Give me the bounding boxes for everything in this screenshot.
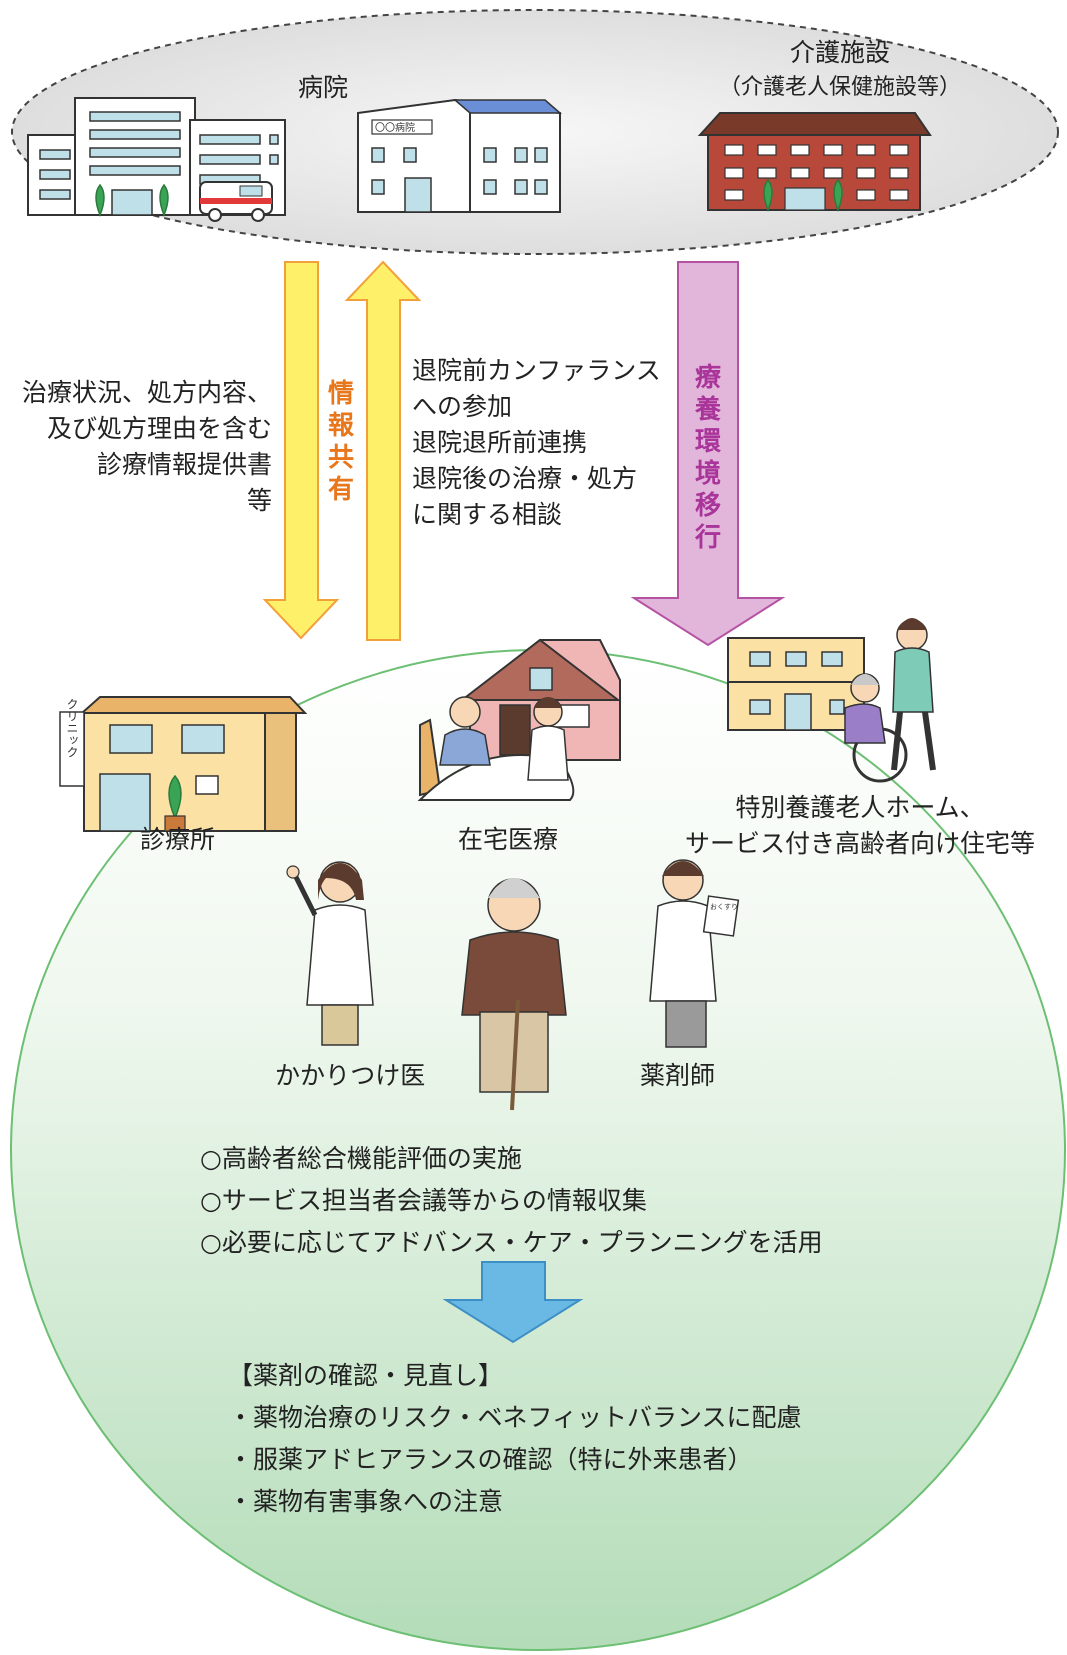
care-facility-label: 介護施設 [789,38,890,67]
discharge-line-5: に関する相談 [412,500,563,529]
care-facility-building-icon [697,112,932,213]
pharmacist-icon: おくすり [649,859,740,1048]
assessment-list: ○高齢者総合機能評価の実施 ○サービス担当者会議等からの情報収集 ○必要に応じて… [200,1138,900,1264]
discharge-line-4: 退院後の治療・処方 [412,464,638,493]
info-provision-line-4: 等 [246,486,272,515]
medication-review-list: 【薬剤の確認・見直し】 ・薬物治療のリスク・ベネフィットバランスに配慮 ・服薬ア… [228,1355,868,1523]
review-heading: 【薬剤の確認・見直し】 [228,1361,504,1390]
elderly-patient-icon [461,878,567,1111]
care-facility-sublabel: （介護老人保健施設等） [718,75,961,100]
hospital-sign-text: 〇〇病院 [375,121,415,134]
nursing-home-label-2: サービス付き高齢者向け住宅等 [684,829,1035,858]
info-provision-line-2: 及び処方理由を含む [46,414,272,443]
info-down-arrow [262,261,340,640]
transition-down-arrow [630,261,786,647]
clinic-label: 診療所 [140,825,216,854]
review-item: ・薬物治療のリスク・ベネフィットバランスに配慮 [228,1403,802,1432]
discharge-line-2: への参加 [412,392,513,421]
review-down-arrow [442,1261,584,1344]
assessment-item: ○サービス担当者会議等からの情報収集 [200,1186,647,1215]
assessment-item: ○高齢者総合機能評価の実施 [200,1144,522,1173]
nursing-home-icon [727,618,936,783]
info-sharing-label: 情報共有 [327,379,354,505]
family-doctor-label: かかりつけ医 [275,1061,426,1090]
info-provision-line-1: 治療状況、処方内容、 [21,378,272,407]
home-care-label: 在宅医療 [458,825,559,854]
review-item: ・薬物有害事象への注意 [228,1487,504,1516]
environment-transition-label: 療養環境移行 [694,363,721,553]
small-hospital-icon: 〇〇病院 [357,98,563,213]
nursing-home-label-1: 特別養護老人ホーム、 [735,793,985,822]
pharmacist-label: 薬剤師 [640,1061,716,1090]
clinic-sign-text: クリニック [65,698,79,758]
info-provision-text: 治療状況、処方内容、 及び処方理由を含む 診療情報提供書 等 [20,375,272,519]
family-doctor-icon [286,861,374,1046]
info-provision-line-3: 診療情報提供書 [96,450,272,479]
review-item: ・服薬アドヒアランスの確認（特に外来患者） [228,1445,753,1474]
assessment-item: ○必要に応じてアドバンス・ケア・プランニングを活用 [200,1228,823,1257]
medicine-note-text: おくすり [710,903,738,911]
home-care-house-icon [417,638,621,801]
discharge-coordination-text: 退院前カンファランス への参加 退院退所前連携 退院後の治療・処方 に関する相談 [412,353,672,533]
hospital-label: 病院 [298,73,349,102]
hospital-building-icon [27,97,286,222]
discharge-line-3: 退院退所前連携 [412,428,588,457]
clinic-building-icon: クリニック [59,696,308,832]
info-up-arrow [344,260,422,641]
discharge-line-1: 退院前カンファランス [412,356,661,385]
